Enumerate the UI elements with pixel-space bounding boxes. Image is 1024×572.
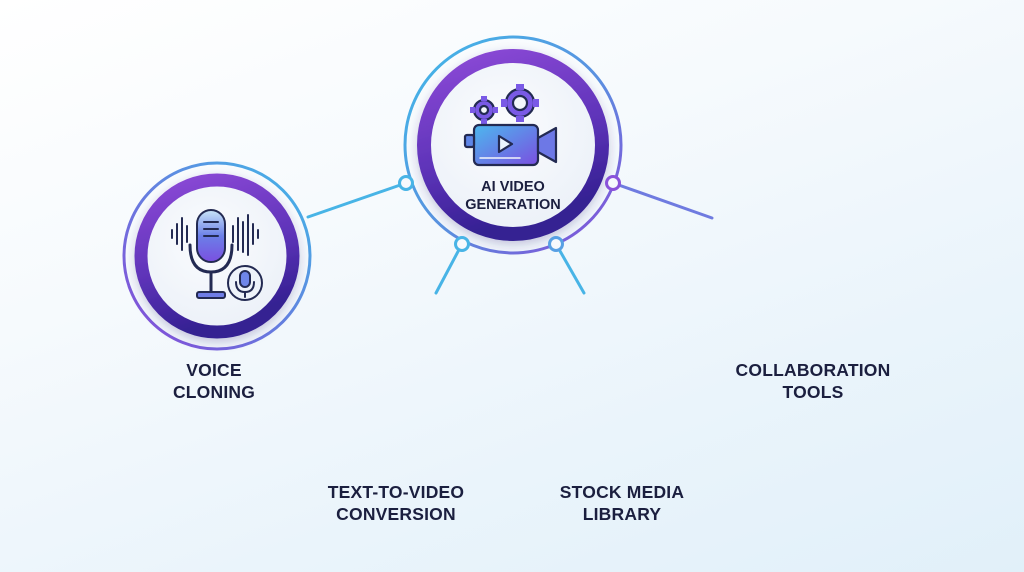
edge-collaboration — [611, 181, 714, 220]
label-line1: COLLABORATION — [735, 360, 891, 380]
dot-stock — [548, 236, 564, 252]
dot-voice — [398, 175, 414, 191]
label-line2: TOOLS — [782, 382, 844, 402]
label-stock-media: STOCK MEDIA LIBRARY — [560, 481, 684, 525]
edge-text-to-video — [434, 242, 464, 295]
edge-voice-cloning — [306, 181, 408, 219]
edge-stock-media — [554, 242, 586, 295]
label-line2: LIBRARY — [582, 504, 662, 524]
label-line1: STOCK MEDIA — [559, 482, 685, 502]
label-line1: TEXT-TO-VIDEO — [327, 482, 465, 502]
label-line1: VOICE — [186, 360, 242, 380]
center-label-line1: AI VIDEO — [481, 179, 545, 195]
connector-lines — [306, 181, 714, 295]
microphone-soundwave-icon — [171, 209, 263, 301]
node-voice-cloning[interactable] — [122, 161, 312, 351]
center-label-line2: GENERATION — [465, 197, 561, 213]
label-voice-cloning: VOICE CLONING — [173, 359, 255, 403]
node-ai-video-generation[interactable]: AI VIDEO GENERATION — [403, 35, 623, 255]
connector-dots — [398, 175, 621, 252]
video-camera-with-gears-icon — [463, 84, 558, 167]
outer-ring — [403, 35, 623, 255]
label-text-to-video: TEXT-TO-VIDEO CONVERSION — [328, 481, 464, 525]
label-line2: CONVERSION — [336, 504, 456, 524]
dot-collab — [605, 175, 621, 191]
label-line2: CLONING — [172, 382, 256, 402]
outer-ring — [122, 161, 312, 351]
dot-text — [454, 236, 470, 252]
label-collaboration: COLLABORATION TOOLS — [736, 359, 891, 403]
